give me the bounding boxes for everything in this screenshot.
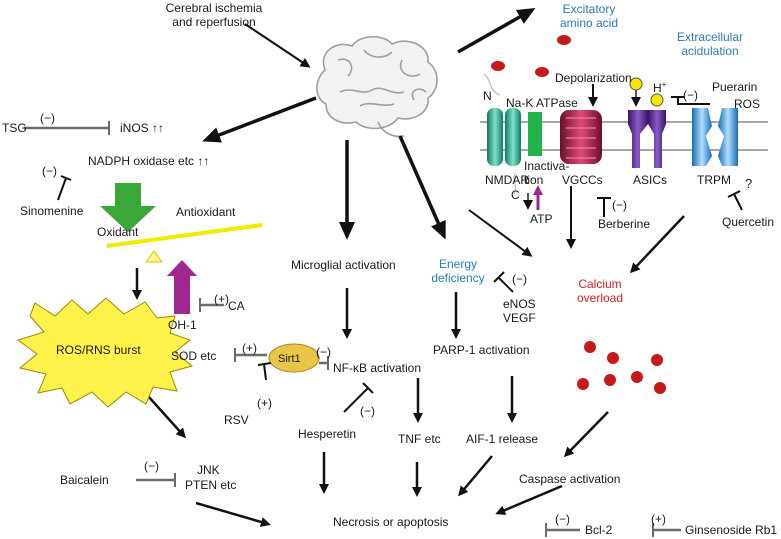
vgcc-channel: [560, 110, 602, 164]
tsg-label: TSG: [2, 121, 27, 135]
baicalein-sign: (−): [144, 459, 159, 473]
bcl2-sign: (−): [555, 512, 570, 526]
berberine-label: Berberine: [598, 217, 651, 231]
trpm-channel: [692, 108, 738, 166]
asics-label: ASICs: [633, 173, 668, 187]
quercetin-question: ?: [745, 176, 753, 191]
particles: [491, 35, 666, 394]
hesperetin-sign: (−): [360, 404, 375, 418]
n-terminus-label: N: [483, 89, 492, 103]
atp-label: ATP: [530, 212, 553, 226]
proton-icon: [629, 77, 643, 91]
quercetin-label: Quercetin: [722, 215, 775, 229]
ros-rns-burst-label: ROS/RNS burst: [56, 343, 141, 357]
main-arrows: [132, 8, 685, 527]
oh1-label: OH-1: [168, 318, 197, 332]
sod-sign: (+): [242, 341, 257, 355]
hesperetin-label: Hesperetin: [298, 427, 357, 441]
inhibition-lines: [24, 121, 681, 537]
nfkb-sign: (−): [316, 345, 331, 359]
tnf-label: TNF etc: [398, 432, 441, 446]
ca-label: CA: [228, 299, 245, 313]
nmdar-label: NMDAR: [485, 173, 529, 187]
baicalein-label: Baicalein: [60, 473, 109, 487]
proton-label: H+: [653, 80, 667, 95]
puerarin-label: Puerarin: [712, 80, 758, 94]
sinomenine-label: Sinomenine: [20, 204, 84, 218]
vgccs-label: VGCCs: [562, 173, 603, 187]
enos-sign: (−): [512, 272, 527, 286]
ginsenoside-sign: (+): [651, 512, 666, 526]
green-down-arrow: [100, 183, 156, 232]
proton-icon: [650, 93, 664, 107]
berberine-sign: (−): [612, 198, 627, 212]
nak-atpase-label: Na-K ATPase: [506, 96, 578, 110]
enos-label: eNOS: [503, 297, 536, 311]
puerarin-sign: (−): [683, 88, 698, 102]
inos-label: iNOS ↑↑: [120, 121, 165, 135]
rsv-label: RSV: [224, 413, 249, 427]
tsg-sign: (−): [40, 111, 55, 125]
microglial-activation-label: Microglial activation: [291, 258, 396, 272]
seesaw-bar: [106, 223, 263, 248]
sirt1-oval: [268, 343, 320, 373]
inactivation-label: Inactiva-tion: [524, 159, 570, 187]
nfkb-label: NF-κB activation: [333, 361, 422, 375]
trpm-label: TRPM: [697, 173, 731, 187]
nak-atpase-pump: [528, 112, 542, 156]
pten-label: PTEN etc: [185, 478, 237, 492]
ca-sign: (+): [214, 292, 229, 306]
caspase-label: Caspase activation: [519, 472, 621, 486]
nmdar-channel: [487, 108, 521, 166]
depolarization-label: Depolarization: [555, 71, 632, 85]
oxidant-label: Oxidant: [97, 225, 139, 239]
seesaw-fulcrum: [145, 250, 163, 263]
vegf-label: VEGF: [503, 311, 536, 325]
nadph-label: NADPH oxidase etc ↑↑: [88, 154, 210, 168]
parp-label: PARP-1 activation: [433, 343, 530, 357]
inhibition-bends: [57, 96, 743, 413]
jnk-label: JNK: [197, 463, 220, 477]
ros-burst-shape: [16, 297, 194, 408]
necrosis-apoptosis-label: Necrosis or apoptosis: [333, 515, 449, 529]
c-terminus-label: C: [511, 188, 520, 202]
rsv-sign: (+): [257, 396, 272, 410]
sinomenine-sign: (−): [42, 164, 57, 178]
asic-channel: [628, 110, 666, 168]
bcl2-label: Bcl-2: [585, 523, 613, 537]
sod-label: SOD etc: [171, 349, 217, 363]
antioxidant-label: Antioxidant: [176, 205, 236, 219]
sirt1-label: Sirt1: [278, 353, 301, 365]
brain-icon: [316, 35, 438, 138]
ros-membrane-label: ROS: [734, 97, 761, 111]
purple-arrow-shaft: [174, 276, 190, 314]
ginsenoside-label: Ginsenoside Rb1: [685, 523, 778, 537]
aif-label: AIF-1 release: [466, 432, 539, 446]
